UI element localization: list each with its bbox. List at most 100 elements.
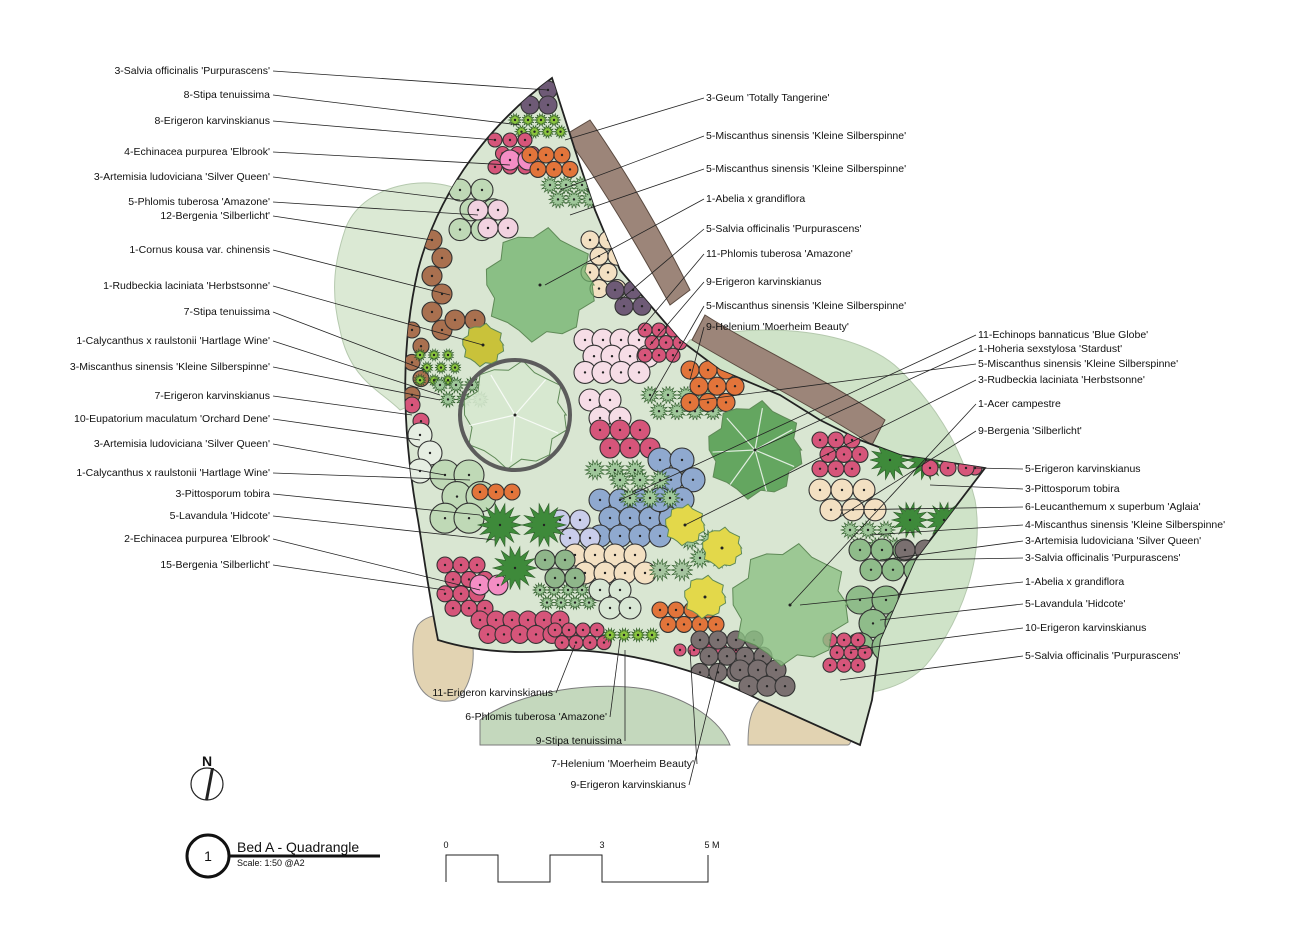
label-top-right-1: 5-Miscanthus sinensis 'Kleine Silberspin… [706,130,906,142]
label-left-14: 3-Artemisia ludoviciana 'Silver Queen' [94,438,270,450]
helenium-plant [680,392,700,412]
abelia-plant [580,230,600,250]
label-left-16: 3-Pittosporum tobira [175,488,270,500]
label-bottom-2: 9-Stipa tenuissima [536,735,623,747]
echinops-plant [669,447,695,473]
erigeron-plant [629,419,651,441]
salvia-plant [614,296,634,316]
lavandula-plant [538,594,556,611]
label-top-right-2: 5-Miscanthus sinensis 'Kleine Silberspin… [706,163,906,175]
artemisia-plant [453,502,485,534]
label-top-right-0: 3-Geum 'Totally Tangerine' [706,92,829,104]
miscanthus-plant [657,386,679,404]
stipa-plant [601,627,619,643]
geum-plant [521,146,539,164]
miscanthus-plant [638,487,662,509]
label-right-8: 6-Leucanthemum x superbum 'Aglaia' [1025,501,1201,513]
label-bottom-0: 11-Erigeron karvinskianus [432,687,553,699]
erigeron-plant [673,643,687,657]
artemisia-plant [470,178,494,202]
leucanthemum-plant [623,543,647,567]
geum-plant [553,146,571,164]
stipa-plant [413,348,427,362]
label-top-right-5: 11-Phlomis tuberosa 'Amazone' [706,248,853,260]
erigeron-plant [405,396,421,414]
lavandula-plant [566,594,584,611]
label-right-13: 5-Lavandula 'Hidcote' [1025,598,1125,610]
erigeron-plant [502,132,518,148]
stipa-plant [546,112,562,128]
label-left-2: 8-Erigeron karvinskianus [154,115,270,127]
helenium-plant [659,615,677,633]
bergenia-plant [436,556,454,574]
helenium-plant [716,392,736,412]
label-top-right-8: 9-Helenium 'Moerheim Beauty' [706,321,849,333]
label-right-2: 5-Miscanthus sinensis 'Kleine Silberspin… [978,358,1178,370]
label-top-right-6: 9-Erigeron karvinskianus [706,276,822,288]
label-left-13: 10-Eupatorium maculatum 'Orchard Dene' [74,413,270,425]
drawing-scale: Scale: 1:50 @A2 [237,858,305,868]
north-arrow: N [190,753,224,801]
label-right-14: 10-Erigeron karvinskianus [1025,622,1146,634]
erigeron-plant [857,645,873,661]
phlomis-plant [627,360,651,384]
stipa-plant [615,627,633,643]
stipa-plant [520,112,536,128]
stipa-plant [533,112,549,128]
erigeron-plant [561,622,577,638]
trees-layer [458,227,849,667]
echinops-plant [608,524,632,548]
helenium-plant [691,615,709,633]
rudbeckia-plant [702,526,743,570]
helenium-plant [667,601,685,619]
leader-lines [272,70,1024,786]
erigeron-plant [827,431,845,449]
salvia-plant [699,646,719,666]
scale-tick-3: 3 [599,840,604,850]
miscanthus-plant [839,520,861,540]
label-left-10: 1-Calycanthus x raulstonii 'Hartlage Win… [76,335,270,347]
lavandula-plant [573,582,591,598]
pittosporum-plant [890,501,930,539]
artemisia-plant [881,558,905,582]
erigeron-plant [843,645,859,661]
helenium-plant [707,615,725,633]
stipa-plant [434,360,448,375]
erigeron-plant [829,645,845,661]
stipa-plant [413,373,427,388]
phlomis-plant [609,360,633,384]
artemisia-plant [448,218,472,242]
label-left-11: 3-Miscanthus sinensis 'Kleine Silberspin… [70,361,270,373]
artemisia-plant [870,538,894,562]
bergenia-plant [452,585,470,603]
miscanthus-plant [583,459,607,481]
miscanthus-plant [446,376,466,394]
erigeron-plant [836,657,852,673]
rudbeckia-plant [684,574,727,620]
label-right-15: 5-Salvia officinalis 'Purpurascens' [1025,650,1181,662]
bergenia-plant [444,309,466,331]
pittosporum-plant [520,502,568,548]
erigeron-plant [665,347,681,363]
salvia-plant [756,675,778,697]
salvia-plant [747,659,769,681]
salvia-plant [690,630,710,650]
artemisia-plant [859,558,883,582]
erigeron-plant [843,460,861,478]
bergenia-plant [544,567,566,589]
geum-plant [537,146,555,164]
helenium-plant [725,376,745,396]
label-top-right-3: 1-Abelia x grandiflora [706,193,805,205]
label-left-18: 2-Echinacea purpurea 'Elbrook' [124,533,270,545]
stipa-plant [526,124,543,140]
label-right-7: 3-Pittosporum tobira [1025,483,1120,495]
salvia-plant [538,95,558,115]
miscanthus-plant [438,390,458,409]
label-left-6: 12-Bergenia 'Silberlicht' [160,210,270,222]
geum-plant [561,160,579,178]
salvia-plant [774,675,796,697]
artemisia-plant [598,596,622,620]
lavandula-plant [531,582,549,598]
stipa-plant [427,348,441,362]
erigeron-plant [850,657,866,673]
